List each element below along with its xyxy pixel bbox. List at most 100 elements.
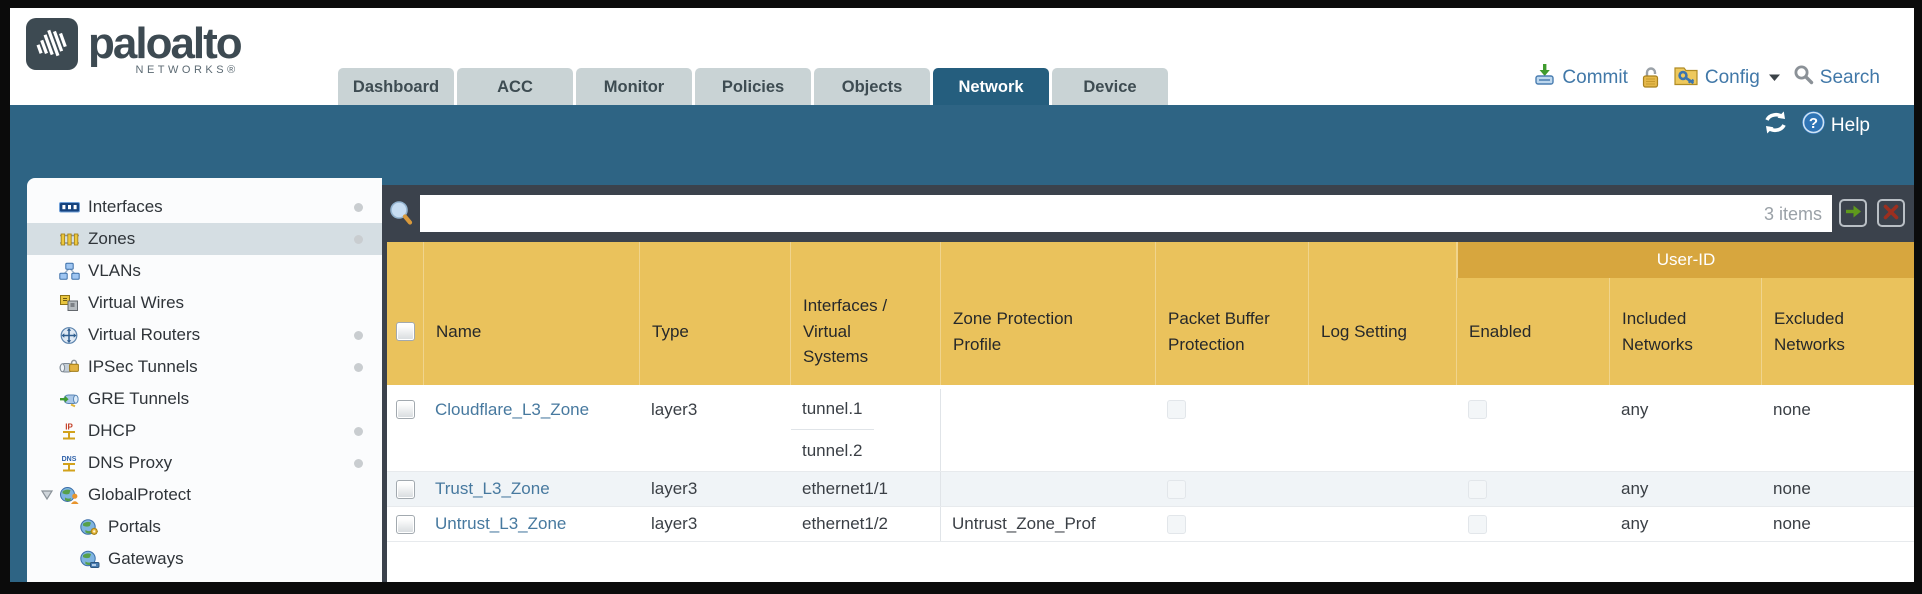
zone-name-link[interactable]: Cloudflare_L3_Zone [435,400,590,419]
zones-table-pane: Name Type Interfaces / Virtual Systems Z… [387,242,1914,582]
green-arrow-icon [1845,204,1862,222]
filter-input[interactable] [420,195,1832,232]
user-id-enabled-checkbox [1468,479,1487,499]
portals-icon [77,517,101,537]
cell-included-networks: any [1621,479,1649,498]
sidebar-item-zones[interactable]: Zones [27,223,382,255]
zone-name-link[interactable]: Untrust_L3_Zone [435,514,567,533]
column-group-user-id: User-ID [1457,242,1914,278]
cell-zone-protection-profile [941,389,1156,471]
cell-interfaces: ethernet1/1 [791,472,941,506]
tab-network[interactable]: Network [933,68,1049,105]
sidebar-item-label: Portals [108,517,161,536]
sidebar-item-dhcp[interactable]: IP DHCP [27,415,382,447]
cell-excluded-networks: none [1773,400,1811,419]
chevron-down-icon [1768,73,1781,82]
tab-dashboard[interactable]: Dashboard [338,68,454,105]
cell-zone-name: Untrust_L3_Zone [424,507,640,541]
sidebar-item-label: DNS Proxy [88,453,173,472]
sidebar-item-dns-proxy[interactable]: DNS DNS Proxy [27,447,382,479]
cell-packet-buffer-protection [1156,507,1309,541]
column-header-enabled[interactable]: Enabled [1457,278,1610,385]
sidebar-item-label: Gateways [108,549,184,568]
sidebar-item-gre-tunnels[interactable]: GRE Tunnels [27,383,382,415]
help-label: Help [1830,114,1870,136]
tab-objects[interactable]: Objects [814,68,930,105]
column-header-type[interactable]: Type [640,242,791,385]
sidebar-item-label: GRE Tunnels [88,389,190,408]
status-dot [354,234,363,244]
packet-buffer-protection-checkbox [1167,479,1186,499]
column-header-excluded-networks[interactable]: Excluded Networks [1774,309,1845,354]
clear-filter-button[interactable] [1877,199,1905,227]
cell-excluded-networks: none [1773,479,1811,498]
sidebar-item-portals[interactable]: Portals [27,511,382,543]
cell-excluded-networks: none [1773,514,1811,533]
cell-packet-buffer-protection [1156,472,1309,506]
refresh-button[interactable] [1762,111,1789,140]
cell-interfaces: ethernet1/2 [791,507,941,541]
tab-policies[interactable]: Policies [695,68,811,105]
row-select-checkbox[interactable] [396,400,415,419]
sidebar-item-globalprotect[interactable]: GlobalProtect [27,479,382,511]
sidebar-item-label: GlobalProtect [88,485,191,504]
filter-toolbar: 3 items [382,185,1914,242]
sidebar-item-vlans[interactable]: VLANs [27,255,382,287]
apply-filter-button[interactable] [1839,199,1867,227]
expander-down-icon[interactable] [37,489,57,501]
tab-monitor[interactable]: Monitor [576,68,692,105]
sidebar-item-label: Virtual Routers [88,325,201,344]
status-dot [354,426,363,436]
cell-zone-type: layer3 [651,479,698,498]
cell-zone-type: layer3 [651,400,698,419]
gre-tunnels-icon [57,389,81,409]
tab-acc[interactable]: ACC [457,68,573,105]
commit-button[interactable]: Commit [1533,63,1628,92]
config-dropdown[interactable]: Config [1673,63,1781,92]
sidebar-item-label: Zones [88,229,136,248]
status-dot [354,458,363,468]
column-header-zone-protection-profile[interactable]: Zone Protection Profile [941,242,1156,385]
sidebar-item-label: Interfaces [88,197,163,216]
column-header-packet-buffer-protection[interactable]: Packet Buffer Protection [1156,242,1309,385]
sidebar-item-virtual-wires[interactable]: Virtual Wires [27,287,382,319]
cell-packet-buffer-protection [1156,389,1309,471]
lock-icon[interactable] [1640,66,1661,89]
column-header-interfaces[interactable]: Interfaces / Virtual Systems [791,242,941,385]
sidebar-item-gateways[interactable]: Gateways [27,543,382,575]
interface-entry: ethernet1/2 [802,514,889,533]
sidebar-item-interfaces[interactable]: Interfaces [27,191,382,223]
help-button[interactable]: ? Help [1801,110,1870,141]
virtual-routers-icon [57,325,81,345]
ipsec-tunnels-icon [57,357,81,377]
sidebar-item-label: IPSec Tunnels [88,357,198,376]
brand-subtitle: NETWORKS® [135,64,239,76]
cell-zone-name: Cloudflare_L3_Zone [424,389,640,471]
row-select-checkbox[interactable] [396,514,415,534]
sidebar-item-label: VLANs [88,261,141,280]
column-header-name[interactable]: Name [424,242,640,385]
zones-icon [57,229,81,249]
config-label: Config [1704,66,1760,88]
search-label: Search [1819,66,1880,88]
cell-log-setting [1309,507,1457,541]
column-header-included-networks[interactable]: Included Networks [1610,278,1762,385]
global-search[interactable]: Search [1793,64,1880,91]
sidebar-item-virtual-routers[interactable]: Virtual Routers [27,319,382,351]
tab-device[interactable]: Device [1052,68,1168,105]
cell-user-id-enabled [1457,507,1610,541]
sidebar-item-ipsec-tunnels[interactable]: IPSec Tunnels [27,351,382,383]
tab-label: Monitor [603,78,665,96]
select-all-checkbox[interactable] [395,322,415,341]
cell-zone-name: Trust_L3_Zone [424,472,640,506]
row-select-checkbox[interactable] [396,479,415,499]
column-header-log-setting[interactable]: Log Setting [1309,242,1457,385]
filter-search-icon [389,200,414,232]
network-sidebar: Interfaces Zones VLANs Virtual Wires Vir… [27,178,382,582]
zone-name-link[interactable]: Trust_L3_Zone [435,479,550,498]
interface-entry: ethernet1/1 [802,479,889,498]
tab-label: Dashboard [352,78,440,96]
svg-text:?: ? [1809,115,1818,132]
